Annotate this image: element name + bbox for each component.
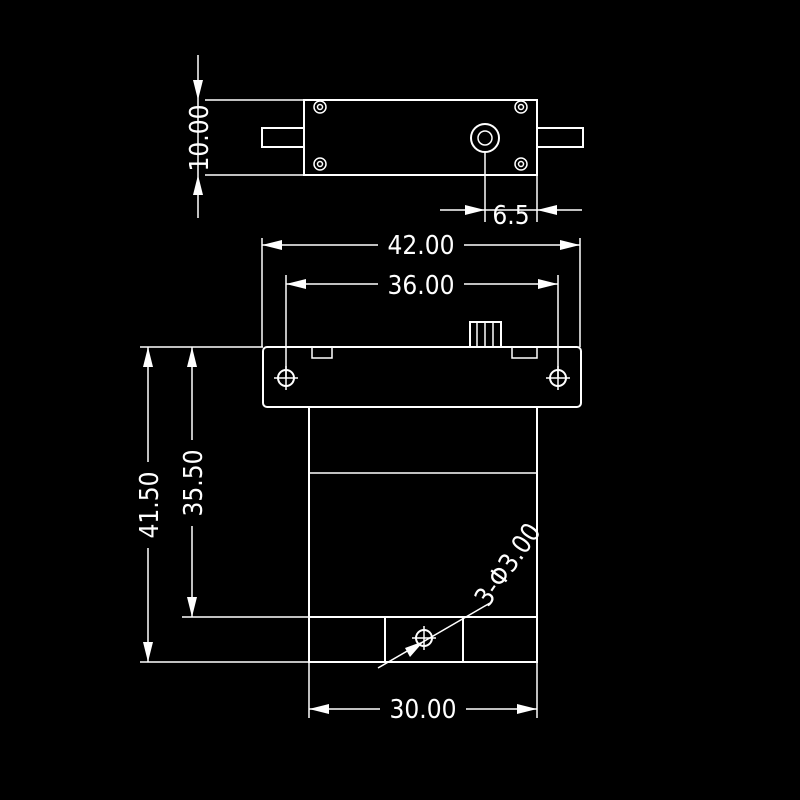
- mounting-flange: [262, 346, 582, 408]
- spline-offset-dimension: 6.5: [440, 152, 582, 231]
- mount-hole: [274, 366, 298, 390]
- front-view: 42.00 36.00: [134, 230, 582, 725]
- cable-exit: [384, 617, 464, 662]
- top-view-screw: [313, 157, 327, 171]
- spline-offset-label: 6.5: [492, 201, 529, 231]
- overall-width-dimension: 42.00: [261, 230, 581, 347]
- hole-spacing-label: 36.00: [388, 271, 455, 301]
- overall-height-dimension: 41.50: [134, 346, 309, 663]
- top-view-screw: [313, 100, 327, 114]
- top-view-screw: [514, 157, 528, 171]
- servo-bottom-cover: [308, 617, 538, 663]
- flange-tab: [311, 347, 333, 359]
- top-view-right-ear: [537, 127, 584, 148]
- overall-height-label: 41.50: [135, 472, 165, 539]
- flange-tab: [511, 347, 538, 359]
- body-height-dimension: 35.50: [178, 347, 309, 618]
- body-width-label: 30.00: [390, 695, 457, 725]
- mount-hole: [546, 366, 570, 390]
- top-view-left-ear: [261, 127, 304, 148]
- output-shaft: [469, 321, 502, 348]
- top-view: 10.00 6.5: [185, 55, 584, 231]
- top-view-height-dimension: 10.00: [185, 55, 304, 218]
- cable-exit-hole: [412, 626, 436, 650]
- output-spline: [470, 123, 500, 153]
- body-width-dimension: 30.00: [308, 662, 538, 725]
- top-view-height-label: 10.00: [185, 105, 215, 172]
- top-view-body: [303, 99, 538, 176]
- mount-hole-label: 3-Φ3.00: [469, 518, 547, 612]
- hole-spacing-dimension: 36.00: [285, 270, 559, 378]
- top-view-screw: [514, 100, 528, 114]
- servo-body: [308, 406, 538, 618]
- body-height-label: 35.50: [179, 450, 209, 517]
- overall-width-label: 42.00: [388, 231, 455, 261]
